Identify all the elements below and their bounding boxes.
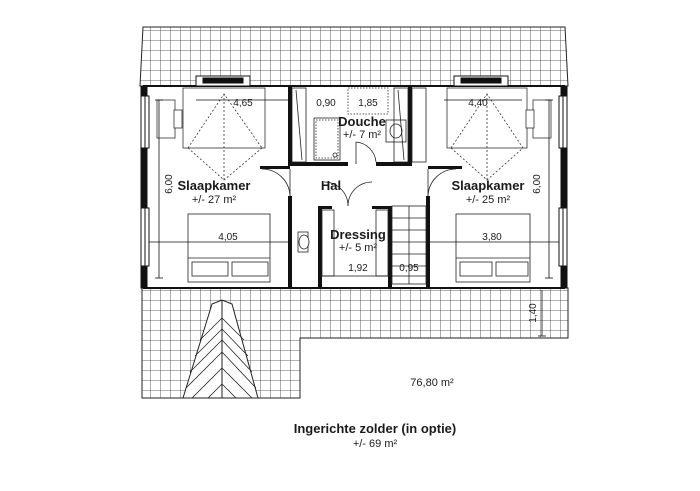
dressing-area: +/- 5 m² xyxy=(339,242,378,254)
dim-shower: 1,85 xyxy=(358,98,378,109)
toilet xyxy=(297,231,310,253)
bed-right xyxy=(455,213,531,283)
bed-left xyxy=(187,213,271,283)
bedroom-left-name: Slaapkamer xyxy=(178,178,251,193)
roof-tiles-upper xyxy=(139,26,569,87)
side-windows xyxy=(140,95,568,267)
dim-right-window: 4,40 xyxy=(468,98,488,109)
dim-dressing: 1,92 xyxy=(348,263,368,274)
dim-stair: 0,95 xyxy=(399,263,419,274)
dim-left-depth: 6,00 xyxy=(164,174,175,194)
interior-walls xyxy=(260,86,462,288)
shower-area: +/- 7 m² xyxy=(343,129,382,141)
shower-name: Douche xyxy=(338,114,386,129)
dim-right-room: 3,80 xyxy=(482,232,502,243)
roof-windows xyxy=(195,75,509,87)
dressing-name: Dressing xyxy=(330,227,386,242)
total-area: 76,80 m² xyxy=(410,377,454,389)
caption-title: Ingerichte zolder (in optie) xyxy=(294,421,457,436)
dim-left-window: 4,65 xyxy=(233,98,253,109)
hall-name: Hal xyxy=(321,178,341,193)
dim-shower-small: 0,90 xyxy=(316,98,336,109)
staircase xyxy=(391,205,427,285)
bedroom-right-area: +/- 25 m² xyxy=(466,194,511,206)
shower-fixtures xyxy=(313,87,407,164)
bedroom-left-area: +/- 27 m² xyxy=(192,194,237,206)
doors xyxy=(261,168,457,207)
bedroom-right-name: Slaapkamer xyxy=(452,178,525,193)
dimension-lines xyxy=(149,99,559,337)
dim-roof-strip: 1,40 xyxy=(528,303,539,323)
roof-dormer xyxy=(182,299,259,398)
wardrobe-right xyxy=(446,87,552,181)
wardrobe-left xyxy=(156,87,266,181)
dim-right-depth: 6,00 xyxy=(532,174,543,194)
caption-area: +/- 69 m² xyxy=(353,438,398,450)
dim-left-room: 4,05 xyxy=(218,232,238,243)
